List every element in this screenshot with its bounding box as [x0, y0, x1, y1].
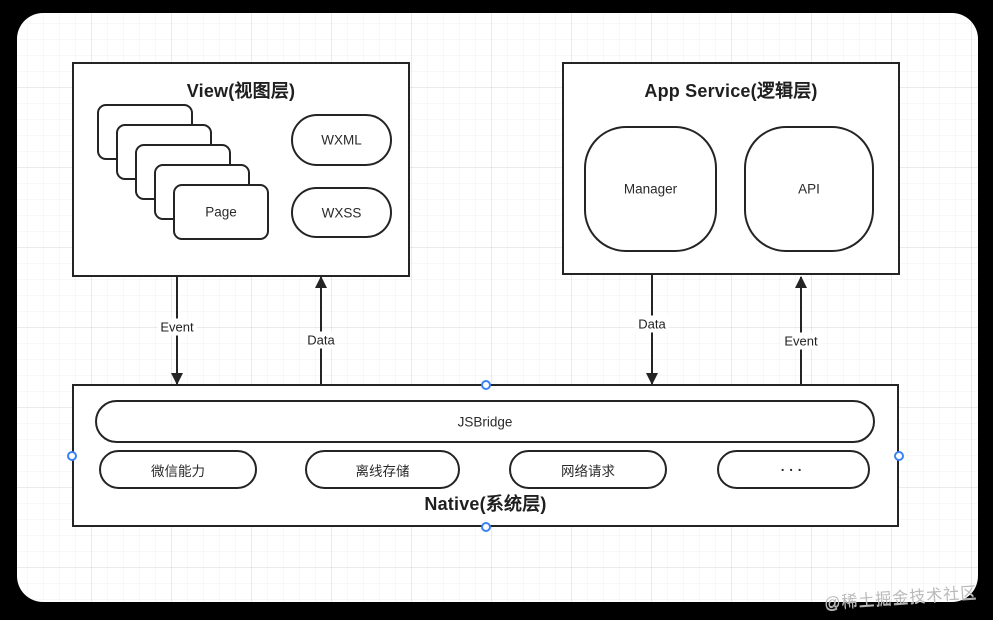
arrow-label: Data — [304, 331, 338, 349]
wxml-label: WXML — [321, 132, 362, 148]
arrow-head-down — [171, 373, 183, 385]
arrow-head-up — [795, 276, 807, 288]
native-layer-box[interactable]: JSBridge 微信能力 离线存储 网络请求 ··· Native(系统层) — [72, 384, 899, 527]
manager-label: Manager — [623, 181, 678, 197]
wxml-pill[interactable]: WXML — [291, 114, 392, 166]
native-layer-title: Native(系统层) — [424, 494, 547, 514]
arrow-data-app-to-native[interactable]: Data — [630, 275, 674, 385]
more-label: ··· — [780, 462, 807, 477]
selection-handle-right[interactable] — [894, 451, 904, 461]
manager-node[interactable]: Manager — [584, 126, 717, 252]
arrow-event-native-to-app[interactable]: Event — [779, 276, 823, 384]
arrow-line — [800, 277, 802, 384]
wxss-label: WXSS — [321, 205, 362, 220]
api-label: API — [798, 181, 820, 197]
arrow-label: Event — [157, 318, 197, 336]
view-layer-box[interactable]: View(视图层) Page WXML WXSS — [72, 62, 410, 277]
offline-storage-label: 离线存储 — [355, 463, 410, 479]
network-request-pill[interactable]: 网络请求 — [509, 450, 667, 489]
page-card-label: Page — [205, 204, 237, 220]
wechat-capability-label: 微信能力 — [151, 463, 205, 479]
network-request-label: 网络请求 — [561, 463, 615, 479]
wechat-capability-pill[interactable]: 微信能力 — [99, 450, 257, 489]
arrow-event-view-to-native[interactable]: Event — [155, 277, 199, 385]
api-node[interactable]: API — [744, 126, 874, 252]
arrow-data-native-to-view[interactable]: Data — [299, 276, 343, 384]
page-card-front[interactable]: Page — [173, 184, 269, 240]
arrow-line — [320, 277, 322, 384]
selection-handle-top[interactable] — [481, 380, 491, 390]
arrow-label: Data — [635, 315, 669, 333]
selection-handle-left[interactable] — [67, 451, 77, 461]
arrow-label: Event — [781, 332, 821, 350]
app-service-layer-title: App Service(逻辑层) — [644, 81, 818, 101]
view-layer-title: View(视图层) — [186, 81, 296, 101]
wxss-pill[interactable]: WXSS — [291, 187, 392, 238]
app-service-layer-box[interactable]: App Service(逻辑层) Manager API — [562, 62, 900, 275]
jsbridge-pill[interactable]: JSBridge — [95, 400, 875, 443]
arrow-head-up — [315, 276, 327, 288]
offline-storage-pill[interactable]: 离线存储 — [305, 450, 460, 489]
arrow-head-down — [646, 373, 658, 385]
jsbridge-label: JSBridge — [457, 414, 513, 429]
selection-handle-bottom[interactable] — [481, 522, 491, 532]
more-pill[interactable]: ··· — [717, 450, 870, 489]
